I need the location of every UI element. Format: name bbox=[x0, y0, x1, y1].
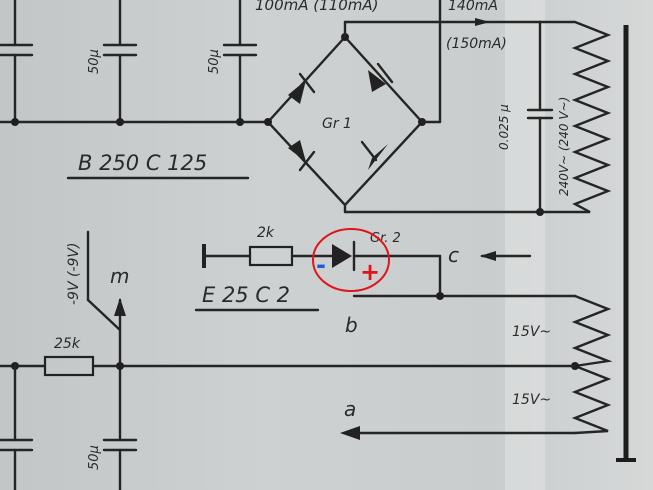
terminal-c-label: c bbox=[448, 243, 459, 267]
node-dot bbox=[11, 118, 19, 126]
bridge-label: Gr 1 bbox=[322, 116, 352, 132]
bridge-node-left bbox=[264, 118, 272, 126]
transformer-lv-winding-1 bbox=[571, 294, 613, 368]
resistor-25k bbox=[43, 355, 95, 377]
cap-label-1: 50µ bbox=[87, 49, 102, 74]
cap-bottom-label: 50µ bbox=[87, 445, 102, 470]
bias-voltage-label: -9V (-9V) bbox=[66, 243, 82, 305]
page-fold-highlight bbox=[505, 0, 545, 490]
minus-mark: - bbox=[316, 251, 326, 279]
node-dot bbox=[436, 292, 444, 300]
arrow-icon bbox=[480, 251, 496, 261]
node-dot bbox=[116, 362, 124, 370]
node-dot bbox=[116, 118, 124, 126]
capacitor-bottom-left bbox=[0, 364, 34, 490]
diode-gr2 bbox=[332, 244, 352, 268]
node-dot bbox=[236, 118, 244, 126]
capacitor-left-top bbox=[0, 0, 34, 124]
capacitor-50u-2 bbox=[222, 0, 258, 124]
top-right-current-alt: (150mA) bbox=[446, 36, 507, 52]
hv-winding-label: 240V~ (240 V~) bbox=[557, 97, 571, 196]
wire bbox=[86, 298, 122, 332]
highlight-circle bbox=[312, 228, 390, 292]
terminal-m-label: m bbox=[110, 264, 129, 288]
plus-mark: + bbox=[360, 258, 380, 286]
resistor-2k-label: 2k bbox=[257, 225, 275, 241]
capacitor-50u-1 bbox=[102, 0, 138, 124]
terminal-a-label: a bbox=[344, 397, 356, 421]
resistor-25k-label: 25k bbox=[54, 336, 81, 352]
arrow-icon bbox=[114, 298, 126, 316]
top-current-label: 100mA (110mA) bbox=[255, 0, 378, 14]
bridge-part-number: B 250 C 125 bbox=[78, 151, 207, 175]
winding-15v-label-1: 15V~ bbox=[512, 324, 551, 340]
terminal-b-label: b bbox=[345, 313, 358, 337]
capacitor-0025u bbox=[526, 20, 554, 214]
arrow-icon bbox=[340, 426, 360, 440]
top-right-current: 140mA bbox=[448, 0, 498, 14]
cap-label-2: 50µ bbox=[207, 49, 222, 74]
transformer-lv-winding-2 bbox=[571, 364, 612, 435]
cap-small-label: 0.025 µ bbox=[497, 104, 511, 150]
diode2-part-number: E 25 C 2 bbox=[202, 283, 290, 307]
resistor-2k bbox=[248, 245, 294, 267]
winding-15v-label-2: 15V~ bbox=[512, 392, 551, 408]
diode2-label: Gr. 2 bbox=[370, 231, 401, 246]
capacitor-50u-bottom bbox=[102, 438, 138, 490]
arrow-icon bbox=[475, 18, 490, 26]
transformer-hv-winding bbox=[538, 20, 612, 214]
